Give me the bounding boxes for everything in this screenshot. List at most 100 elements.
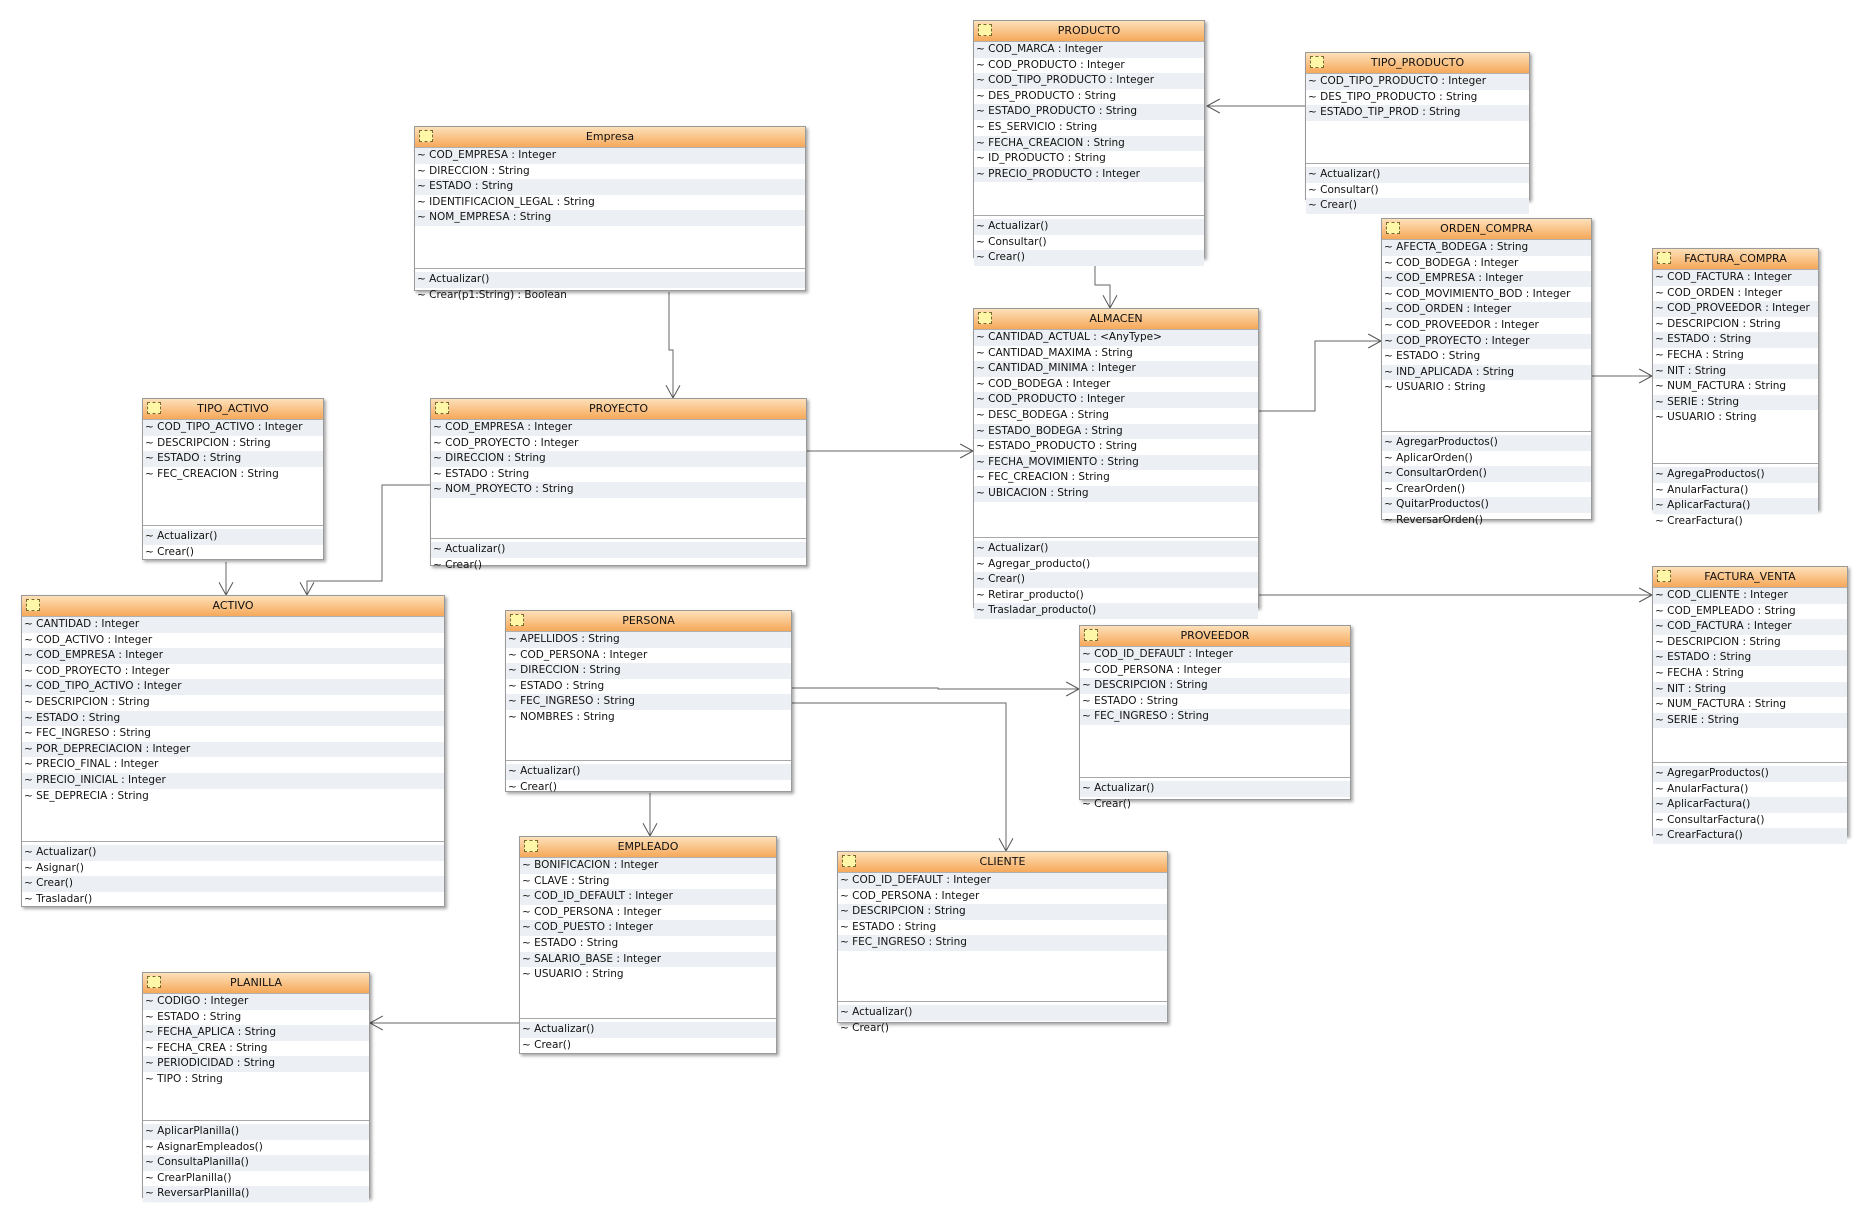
class-cliente[interactable]: CLIENTE~ COD_ID_DEFAULT : Integer~ COD_P… [837, 851, 1168, 1034]
attribute-row[interactable]: ~ ESTADO : String [508, 679, 605, 692]
attribute-row[interactable]: ~ DIRECCION : String [431, 451, 806, 467]
attribute-row[interactable]: ~ FECHA_MOVIMIENTO : String [974, 454, 1258, 471]
class-header[interactable]: ACTIVO [22, 596, 444, 617]
attribute-row[interactable]: ~ CODIGO : Integer [143, 994, 369, 1010]
attribute-row[interactable]: ~ DESCRIPCION : String [1080, 678, 1350, 694]
attribute-row[interactable]: ~ IND_APLICADA : String [1382, 364, 1591, 381]
attribute-row[interactable]: ~ SERIE : String [1653, 394, 1818, 411]
operation-row[interactable]: ~ Crear() [974, 572, 1258, 588]
operation-row[interactable]: ~ Crear() [840, 1021, 889, 1034]
class-producto[interactable]: PRODUCTO~ COD_MARCA : Integer~ COD_PRODU… [973, 20, 1205, 266]
class-proyecto[interactable]: PROYECTO~ COD_EMPRESA : Integer~ COD_PRO… [430, 398, 807, 571]
attribute-row[interactable]: ~ ESTADO : String [22, 710, 444, 727]
attribute-row[interactable]: ~ FECHA : String [1655, 348, 1744, 361]
class-empresa[interactable]: Empresa~ COD_EMPRESA : Integer~ DIRECCIO… [414, 126, 806, 301]
attribute-row[interactable]: ~ FECHA_APLICA : String [143, 1025, 369, 1041]
operation-row[interactable]: ~ Actualizar() [1080, 781, 1350, 797]
operation-row[interactable]: ~ Actualizar() [974, 541, 1258, 557]
attribute-row[interactable]: ~ ESTADO_TIP_PROD : String [1306, 105, 1529, 121]
operation-row[interactable]: ~ Retirar_producto() [976, 588, 1084, 601]
operation-row[interactable]: ~ ReversarOrden() [1384, 513, 1484, 526]
attribute-row[interactable]: ~ IDENTIFICACION_LEGAL : String [417, 195, 595, 208]
operation-row[interactable]: ~ AsignarEmpleados() [145, 1140, 263, 1153]
attribute-row[interactable]: ~ COD_PROVEEDOR : Integer [1384, 318, 1539, 331]
attribute-row[interactable]: ~ COD_PROYECTO : Integer [433, 436, 579, 449]
attribute-row[interactable]: ~ CANTIDAD_MAXIMA : String [976, 346, 1133, 359]
attribute-row[interactable]: ~ DESCRIPCION : String [1655, 317, 1781, 330]
operation-row[interactable]: ~ ConsultaPlanilla() [143, 1155, 369, 1171]
operation-row[interactable]: ~ Crear() [974, 250, 1204, 266]
operation-row[interactable]: ~ AgregaProductos() [1653, 467, 1818, 483]
attribute-row[interactable]: ~ COD_FACTURA : Integer [1653, 270, 1818, 286]
operation-row[interactable]: ~ Crear() [145, 545, 194, 558]
attribute-row[interactable]: ~ COD_EMPRESA : Integer [415, 148, 805, 164]
class-header[interactable]: TIPO_PRODUCTO [1306, 53, 1529, 74]
attribute-row[interactable]: ~ NUM_FACTURA : String [1655, 698, 1787, 711]
attribute-row[interactable]: ~ COD_TIPO_PRODUCTO : Integer [974, 73, 1204, 89]
attribute-row[interactable]: ~ FECHA_CREACION : String [974, 135, 1204, 152]
operation-row[interactable]: ~ AplicarFactura() [1653, 797, 1847, 813]
operation-row[interactable]: ~ Actualizar() [838, 1005, 1167, 1021]
operation-row[interactable]: ~ Crear() [508, 780, 557, 793]
attribute-row[interactable]: ~ CANTIDAD : Integer [22, 617, 444, 633]
operation-row[interactable]: ~ Agregar_producto() [976, 557, 1091, 570]
attribute-row[interactable]: ~ COD_ID_DEFAULT : Integer [1080, 647, 1350, 663]
attribute-row[interactable]: ~ DES_TIPO_PRODUCTO : String [1308, 90, 1478, 103]
operation-row[interactable]: ~ ConsultarFactura() [1655, 813, 1765, 826]
class-header[interactable]: Empresa [415, 127, 805, 148]
class-tipo-activo[interactable]: TIPO_ACTIVO~ COD_TIPO_ACTIVO : Integer~ … [142, 398, 324, 560]
attribute-row[interactable]: ~ USUARIO : String [1655, 411, 1757, 424]
attribute-row[interactable]: ~ COD_PERSONA : Integer [1082, 663, 1222, 676]
attribute-row[interactable]: ~ COD_BODEGA : Integer [976, 377, 1111, 390]
attribute-row[interactable]: ~ COD_ID_DEFAULT : Integer [838, 873, 1167, 889]
attribute-row[interactable]: ~ COD_ORDEN : Integer [1382, 302, 1591, 318]
attribute-row[interactable]: ~ COD_PRODUCTO : Integer [976, 58, 1125, 71]
attribute-row[interactable]: ~ DIRECCION : String [506, 663, 791, 679]
operation-row[interactable]: ~ Crear() [433, 558, 482, 571]
relation-almacen-to-factura-venta[interactable] [1259, 587, 1654, 603]
attribute-row[interactable]: ~ ESTADO : String [522, 936, 619, 949]
attribute-row[interactable]: ~ SE_DEPRECIA : String [24, 789, 149, 802]
attribute-row[interactable]: ~ DESCRIPCION : String [145, 436, 271, 449]
operation-row[interactable]: ~ AnularFactura() [1655, 782, 1749, 795]
relation-persona-to-cliente[interactable] [792, 702, 1014, 853]
attribute-row[interactable]: ~ FEC_INGRESO : String [506, 694, 791, 710]
attribute-row[interactable]: ~ FEC_INGRESO : String [24, 727, 151, 740]
relation-orden-compra-to-factura-compra[interactable] [1592, 368, 1654, 384]
operation-row[interactable]: ~ Actualizar() [431, 542, 806, 558]
attribute-row[interactable]: ~ COD_ACTIVO : Integer [24, 633, 153, 646]
attribute-row[interactable]: ~ ESTADO : String [1384, 350, 1481, 363]
operation-row[interactable]: ~ AplicarOrden() [1384, 451, 1473, 464]
attribute-row[interactable]: ~ NOMBRES : String [508, 710, 615, 723]
operation-row[interactable]: ~ Crear() [1306, 198, 1529, 214]
attribute-row[interactable]: ~ COD_PERSONA : Integer [508, 648, 648, 661]
attribute-row[interactable]: ~ COD_PROYECTO : Integer [1382, 333, 1591, 350]
class-header[interactable]: PROYECTO [431, 399, 806, 420]
attribute-row[interactable]: ~ NIT : String [1653, 363, 1818, 380]
operation-row[interactable]: ~ Actualizar() [1306, 167, 1529, 183]
attribute-row[interactable]: ~ ESTADO : String [840, 920, 937, 933]
operation-row[interactable]: ~ Actualizar() [974, 219, 1204, 235]
attribute-row[interactable]: ~ ID_PRODUCTO : String [976, 152, 1106, 165]
class-planilla[interactable]: PLANILLA~ CODIGO : Integer~ ESTADO : Str… [142, 972, 370, 1202]
operation-row[interactable]: ~ Actualizar() [520, 1022, 776, 1038]
class-header[interactable]: CLIENTE [838, 852, 1167, 873]
operation-row[interactable]: ~ Crear() [1082, 797, 1131, 810]
attribute-row[interactable]: ~ COD_CLIENTE : Integer [1653, 588, 1847, 604]
relation-almacen-to-orden-compra[interactable] [1259, 333, 1383, 412]
relation-persona-to-empleado[interactable] [642, 793, 658, 838]
relation-empleado-to-planilla[interactable] [368, 1015, 519, 1031]
attribute-row[interactable]: ~ COD_PERSONA : Integer [522, 905, 662, 918]
operation-row[interactable]: ~ CrearFactura() [1653, 828, 1847, 844]
class-header[interactable]: PRODUCTO [974, 21, 1204, 42]
relation-proyecto-to-almacen[interactable] [807, 443, 975, 459]
relation-empresa-to-proyecto[interactable] [665, 292, 681, 400]
attribute-row[interactable]: ~ ESTADO_PRODUCTO : String [974, 104, 1204, 120]
attribute-row[interactable]: ~ DES_PRODUCTO : String [976, 89, 1116, 102]
operation-row[interactable]: ~ Trasladar() [24, 892, 93, 905]
attribute-row[interactable]: ~ ES_SERVICIO : String [976, 120, 1098, 133]
attribute-row[interactable]: ~ COD_PUESTO : Integer [520, 920, 776, 936]
operation-row[interactable]: ~ Actualizar() [22, 845, 444, 861]
relation-tipo-activo-to-activo[interactable] [218, 562, 234, 597]
attribute-row[interactable]: ~ DESCRIPCION : String [24, 695, 150, 708]
